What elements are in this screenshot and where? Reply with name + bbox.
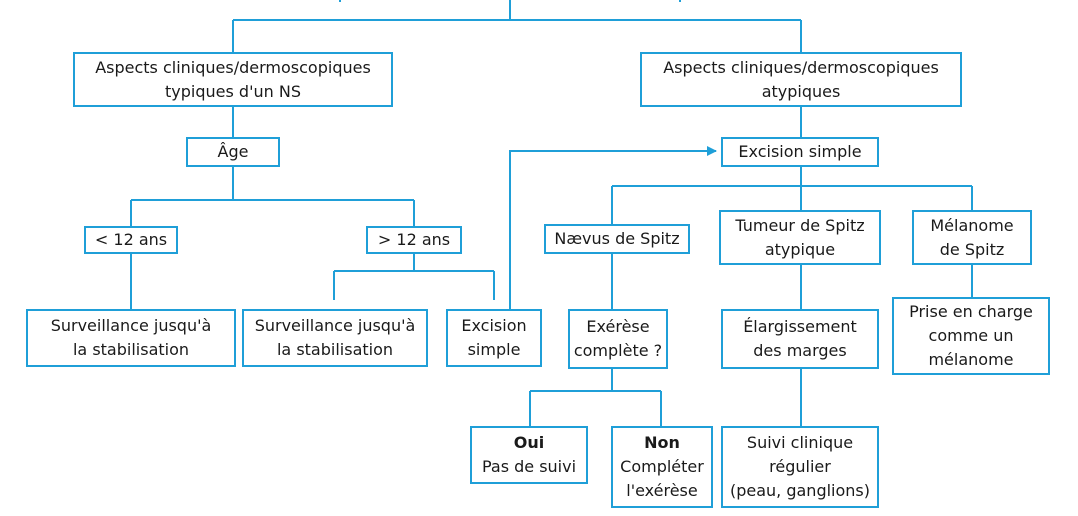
node-text-line: Aspects cliniques/dermoscopiques: [95, 57, 371, 77]
node-text-line: Pas de suivi: [481, 457, 577, 476]
node-naevus-spitz: Nævus de Spitz: [544, 224, 690, 254]
node-text-line: Non: [644, 433, 680, 452]
node-excision-small: Excision simple: [446, 309, 542, 367]
node-text-line: Mélanome: [930, 215, 1014, 235]
node-text-line: Oui: [513, 433, 545, 452]
node-under-12: < 12 ans: [84, 226, 178, 254]
node-excision-main: Excision simple: [721, 137, 879, 167]
node-over-12: > 12 ans: [366, 226, 462, 254]
node-text-line: atypiques: [761, 81, 841, 101]
node-text-line: la stabilisation: [276, 340, 394, 359]
node-text-line: de Spitz: [939, 239, 1005, 259]
node-exerese: Exérèse complète ?: [568, 309, 668, 369]
over12-split-connector: [333, 254, 495, 300]
node-text-line: atypique: [764, 239, 836, 259]
node-text-line: Excision: [461, 316, 527, 335]
root-box-edge: [339, 0, 681, 2]
age-split-connector: [130, 167, 415, 226]
node-text-line: < 12 ans: [94, 230, 168, 249]
node-text-line: Prise en charge: [909, 302, 1033, 321]
node-text-line: régulier: [769, 457, 831, 476]
node-text-line: mélanome: [928, 350, 1014, 369]
node-text-line: Exérèse: [586, 317, 650, 336]
exerese-split-connector: [529, 369, 662, 426]
node-text-line: l'exérèse: [626, 481, 698, 500]
node-tumeur-spitz: Tumeur de Spitz atypique: [719, 210, 881, 265]
node-age: Âge: [186, 137, 280, 167]
node-text-line: Tumeur de Spitz: [735, 215, 865, 235]
node-text-line: complète ?: [573, 341, 663, 360]
node-typical: Aspects cliniques/dermoscopiques typiques…: [73, 52, 393, 107]
node-melanome-spitz: Mélanome de Spitz: [912, 210, 1032, 265]
node-text-line: Compléter: [620, 457, 704, 476]
node-text-line: Âge: [217, 142, 249, 161]
node-text-line: Nævus de Spitz: [554, 229, 680, 248]
excision-arrow: [509, 146, 717, 322]
node-surveillance-mid: Surveillance jusqu'à la stabilisation: [242, 309, 428, 367]
node-prise-en-charge: Prise en charge comme un mélanome: [892, 297, 1050, 375]
node-text-line: Surveillance jusqu'à: [50, 316, 212, 335]
node-atypical: Aspects cliniques/dermoscopiques atypique…: [640, 52, 962, 107]
node-suivi: Suivi clinique régulier (peau, ganglions): [721, 426, 879, 508]
node-surveillance-left: Surveillance jusqu'à la stabilisation: [26, 309, 236, 367]
node-text-line: Surveillance jusqu'à: [254, 316, 416, 335]
node-text-line: des marges: [753, 341, 847, 360]
node-text-line: Élargissement: [743, 317, 857, 336]
node-text-line: la stabilisation: [72, 340, 190, 359]
node-text-line: simple: [467, 340, 521, 359]
node-text-line: > 12 ans: [377, 230, 451, 249]
node-text-line: comme un: [928, 326, 1014, 345]
node-text-line: typiques d'un NS: [165, 81, 301, 101]
node-elargissement: Élargissement des marges: [721, 309, 879, 369]
root-split-connector: [232, 0, 802, 52]
node-text-line: Suivi clinique: [746, 433, 854, 452]
node-text-line: Excision simple: [738, 142, 862, 161]
node-text-line: Aspects cliniques/dermoscopiques: [663, 57, 939, 77]
node-text-line: (peau, ganglions): [729, 481, 870, 500]
excision-split-connector: [611, 167, 973, 224]
